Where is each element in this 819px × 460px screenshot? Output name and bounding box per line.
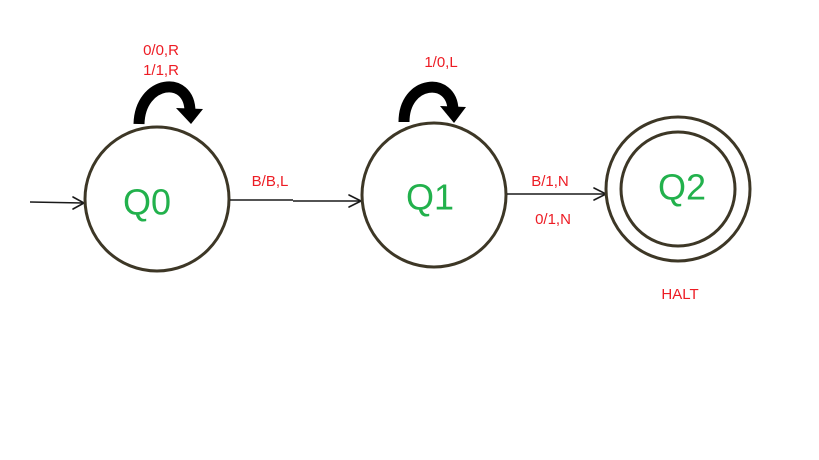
q0-to-q1-label: B/B,L xyxy=(252,173,289,190)
q0-loop-arrowhead xyxy=(176,108,203,124)
state-q1-label: Q1 xyxy=(406,177,454,218)
state-q1-circle xyxy=(360,121,508,269)
state-q0-circle xyxy=(83,125,231,273)
q1-to-q2-label-2: 0/1,N xyxy=(535,211,571,228)
q0-self-loop xyxy=(133,81,203,125)
state-q2: Q2 xyxy=(604,115,752,263)
q1-loop-arc xyxy=(398,81,459,123)
q0-loop-label-1: 0/0,R xyxy=(143,42,179,59)
q0-loop-arc xyxy=(133,81,196,125)
q1-loop-label-1: 1/0,L xyxy=(424,54,457,71)
state-q1: Q1 xyxy=(360,121,508,269)
q1-to-q2-label-1: B/1,N xyxy=(531,173,569,190)
q0-loop-label-2: 1/1,R xyxy=(143,62,179,79)
halt-caption: HALT xyxy=(661,286,698,303)
edge-q0-to-q1 xyxy=(230,194,363,208)
state-q0: Q0 xyxy=(83,125,231,273)
state-q2-label: Q2 xyxy=(658,167,706,208)
state-q0-label: Q0 xyxy=(123,182,171,223)
q1-self-loop xyxy=(398,81,466,123)
q1-loop-arrowhead xyxy=(440,106,466,123)
state-q2-outer-circle xyxy=(604,115,752,263)
start-arrow xyxy=(29,196,86,210)
state-q2-inner-circle xyxy=(619,130,737,248)
